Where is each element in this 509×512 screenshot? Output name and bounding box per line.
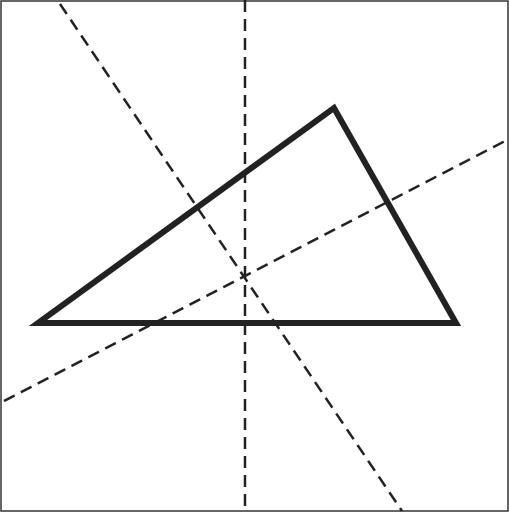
triangle <box>28 103 462 326</box>
perpendicular-bisector-shallow <box>3 138 508 403</box>
perpendicular-bisector-diagonal <box>58 3 404 512</box>
